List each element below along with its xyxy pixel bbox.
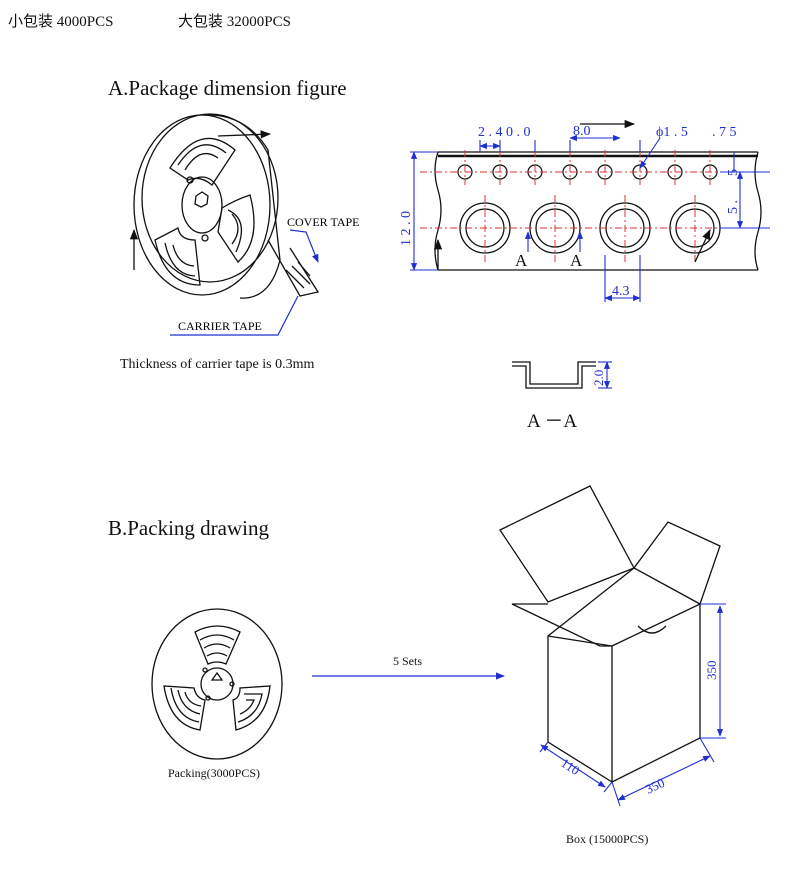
dim-pitch-small: 2 . 4 (478, 125, 503, 140)
reel-spoke-left (154, 227, 201, 286)
large-pack-label: 大包装 32000PCS (178, 14, 291, 30)
carrier-tape-label: CARRIER TAPE (178, 319, 262, 333)
dim-five: 5 (726, 169, 741, 176)
small-pack-label: 小包装 4000PCS (8, 14, 114, 30)
dim-zero: 0 . 0 (506, 125, 531, 140)
dim-width: 1 2 . 0 (399, 211, 414, 246)
section-view-label: A －A (527, 411, 577, 432)
section-profile (512, 361, 596, 389)
reel-spoke-top (169, 137, 236, 186)
reel-with-tape (133, 113, 320, 299)
centerlines (420, 150, 770, 265)
dim-pitch-large: 8.0 (573, 124, 591, 139)
section-mark-left: A (515, 251, 528, 270)
carrier-tape-strip (434, 151, 762, 271)
dim-pocket: 4.3 (612, 284, 630, 299)
reel-spoke-right (217, 194, 255, 263)
section-depth-dim (598, 361, 612, 389)
box-dim-width: 350 (643, 775, 667, 797)
cover-tape-label: COVER TAPE (287, 215, 360, 229)
dim-depth: 2.0 (591, 370, 606, 386)
box-dim-height: 350 (704, 661, 719, 681)
reel-label: Packing(3000PCS) (168, 766, 261, 780)
tape-feed-arrow-right (694, 229, 711, 263)
box-label: Box (15000PCS) (566, 832, 649, 846)
cover-tape-leader (289, 229, 319, 263)
section-a-title: A.Package dimension figure (108, 76, 347, 100)
open-box (499, 485, 721, 784)
packing-reel (151, 608, 283, 760)
section-mark-right: A (570, 251, 583, 270)
dim-five-b: 5 . (726, 200, 741, 214)
section-b-title: B.Packing drawing (108, 516, 269, 540)
thickness-note: Thickness of carrier tape is 0.3mm (120, 357, 315, 372)
tape-dimensions (410, 134, 770, 302)
dim-hole-dia: ϕ1 . 5 (656, 125, 688, 140)
dim-edge: . 7 5 (712, 125, 737, 140)
five-sets-label: 5 Sets (393, 654, 422, 668)
reel-rotation-arrow-top (217, 130, 272, 139)
carrier-tape-leader (170, 295, 299, 336)
box-dimensions (539, 603, 726, 807)
